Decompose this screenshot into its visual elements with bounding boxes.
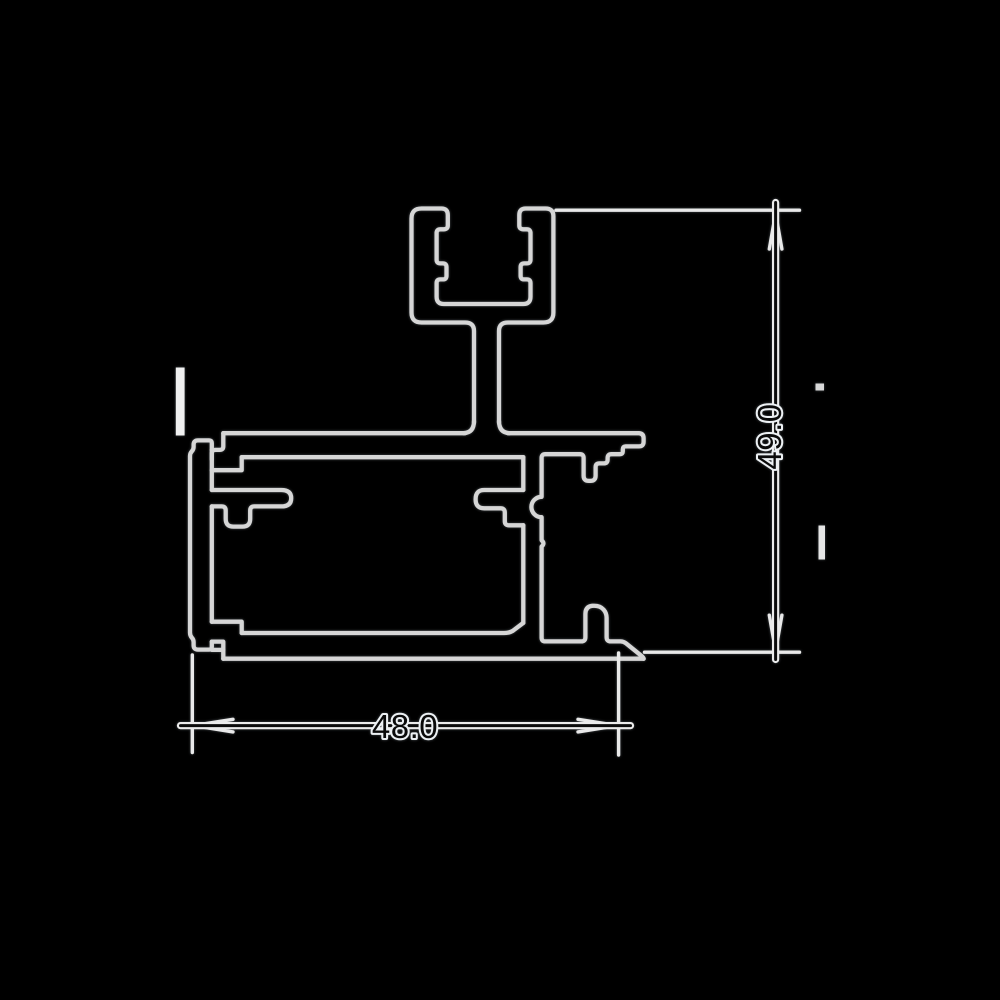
glazing-channel-and-stem — [409, 206, 556, 426]
body-top-right-lip-hook-web-and-bottom-right — [505, 431, 646, 661]
artifact-bar-left — [175, 367, 185, 436]
dim-height-label: 49.0 — [751, 403, 788, 469]
cavity-bottom-left-step — [209, 619, 244, 636]
dim-width-label: 48.0 — [372, 708, 438, 745]
dimension-extension-lines-and-arrows — [190, 208, 802, 757]
artifact-dash-right — [818, 525, 825, 560]
left-wall-outer-face-and-fins — [187, 438, 214, 652]
right-gasket-finger — [473, 487, 526, 528]
artifact-speck-right — [815, 383, 824, 391]
dimension-lines — [176, 198, 780, 730]
left-wall-bottom-notch — [209, 639, 226, 661]
artifact-marks — [175, 367, 825, 560]
dimension-labels: 48.0 49.0 — [370, 401, 790, 746]
cavity-top-left-step — [209, 447, 244, 473]
left-gasket-finger — [209, 487, 294, 529]
cavity-bottom-edge — [239, 620, 526, 636]
profile-outline — [187, 206, 646, 661]
